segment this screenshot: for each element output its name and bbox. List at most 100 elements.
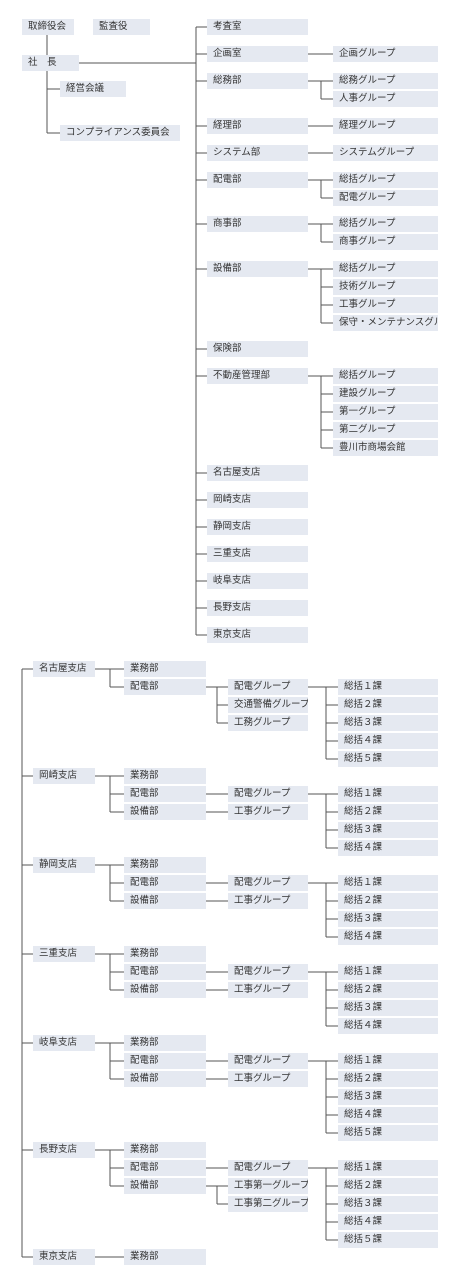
department-box: 企画室 [207, 46, 308, 62]
department-box: システム部 [207, 145, 308, 161]
department-box: 配電部 [207, 172, 308, 188]
branch-department-box: 業務部 [124, 1035, 206, 1051]
branch-department-box: 業務部 [124, 1249, 206, 1265]
section-box: 総括１課 [338, 964, 438, 980]
branch-group-box: 工事グループ [228, 982, 308, 998]
section-box: 総括４課 [338, 929, 438, 945]
section-box: 総括２課 [338, 982, 438, 998]
branch-department-box: 配電部 [124, 964, 206, 980]
branch-group-box: 配電グループ [228, 679, 308, 695]
group-box: 工事グループ [333, 297, 438, 313]
section-box: 総括４課 [338, 840, 438, 856]
section-box: 総括２課 [338, 1071, 438, 1087]
branch-department-box: 設備部 [124, 1071, 206, 1087]
section-box: 総括５課 [338, 1232, 438, 1248]
branch-group-box: 配電グループ [228, 786, 308, 802]
branch-department-box: 設備部 [124, 804, 206, 820]
section-box: 総括５課 [338, 751, 438, 767]
branch-department-box: 配電部 [124, 679, 206, 695]
department-box: 経理部 [207, 118, 308, 134]
branch-department-box: 配電部 [124, 1053, 206, 1069]
section-box: 総括２課 [338, 804, 438, 820]
section-box: 総括２課 [338, 893, 438, 909]
group-box: 総括グループ [333, 172, 438, 188]
department-box: 東京支店 [207, 627, 308, 643]
branch-department-box: 業務部 [124, 946, 206, 962]
branch-group-box: 工事グループ [228, 804, 308, 820]
department-box: 岐阜支店 [207, 573, 308, 589]
section-box: 総括３課 [338, 1196, 438, 1212]
group-box: 建設グループ [333, 386, 438, 402]
branch-group-box: 工務グループ [228, 715, 308, 731]
branch-department-box: 設備部 [124, 1178, 206, 1194]
branch-group-box: 交通警備グループ [228, 697, 308, 713]
branch-group-box: 工事グループ [228, 1071, 308, 1087]
section-box: 総括１課 [338, 786, 438, 802]
group-box: 経理グループ [333, 118, 438, 134]
section-box: 総括２課 [338, 697, 438, 713]
section-box: 総括１課 [338, 679, 438, 695]
branch-box: 東京支店 [33, 1249, 95, 1265]
group-box: 企画グループ [333, 46, 438, 62]
branch-department-box: 業務部 [124, 768, 206, 784]
branch-box: 静岡支店 [33, 857, 95, 873]
department-box: 長野支店 [207, 600, 308, 616]
group-box: 技術グループ [333, 279, 438, 295]
section-box: 総括４課 [338, 1107, 438, 1123]
section-box: 総括５課 [338, 1125, 438, 1141]
branch-group-box: 工事グループ [228, 893, 308, 909]
branch-box: 長野支店 [33, 1142, 95, 1158]
management-council-box: 経営会議 [60, 81, 126, 97]
group-box: 総括グループ [333, 261, 438, 277]
branch-department-box: 業務部 [124, 857, 206, 873]
branch-department-box: 配電部 [124, 875, 206, 891]
group-box: 第一グループ [333, 404, 438, 420]
group-box: システムグループ [333, 145, 438, 161]
branch-group-box: 工事第二グループ [228, 1196, 308, 1212]
department-box: 考査室 [207, 19, 308, 35]
group-box: 総括グループ [333, 368, 438, 384]
group-box: 人事グループ [333, 91, 438, 107]
branch-group-box: 配電グループ [228, 1053, 308, 1069]
branch-box: 三重支店 [33, 946, 95, 962]
branch-group-box: 配電グループ [228, 1160, 308, 1176]
president-box: 社 長 [22, 55, 79, 71]
department-box: 岡崎支店 [207, 492, 308, 508]
branch-group-box: 配電グループ [228, 964, 308, 980]
section-box: 総括２課 [338, 1178, 438, 1194]
group-box: 第二グループ [333, 422, 438, 438]
branch-group-box: 配電グループ [228, 875, 308, 891]
section-box: 総括３課 [338, 911, 438, 927]
section-box: 総括４課 [338, 1214, 438, 1230]
department-box: 商事部 [207, 216, 308, 232]
section-box: 総括３課 [338, 1000, 438, 1016]
branch-department-box: 配電部 [124, 786, 206, 802]
department-box: 静岡支店 [207, 519, 308, 535]
section-box: 総括３課 [338, 1089, 438, 1105]
group-box: 配電グループ [333, 190, 438, 206]
board-box: 取締役会 [22, 19, 74, 35]
auditor-box: 監査役 [93, 19, 150, 35]
group-box: 総括グループ [333, 216, 438, 232]
department-box: 三重支店 [207, 546, 308, 562]
department-box: 総務部 [207, 73, 308, 89]
department-box: 保険部 [207, 341, 308, 357]
group-box: 商事グループ [333, 234, 438, 250]
branch-department-box: 設備部 [124, 893, 206, 909]
department-box: 不動産管理部 [207, 368, 308, 384]
department-box: 名古屋支店 [207, 465, 308, 481]
branch-box: 名古屋支店 [33, 661, 95, 677]
department-box: 設備部 [207, 261, 308, 277]
section-box: 総括１課 [338, 1053, 438, 1069]
compliance-committee-box: コンプライアンス委員会 [60, 125, 180, 141]
group-box: 保守・メンテナンスグループ [333, 315, 438, 331]
branch-box: 岐阜支店 [33, 1035, 95, 1051]
section-box: 総括３課 [338, 715, 438, 731]
section-box: 総括４課 [338, 1018, 438, 1034]
section-box: 総括４課 [338, 733, 438, 749]
branch-department-box: 業務部 [124, 661, 206, 677]
group-box: 総務グループ [333, 73, 438, 89]
section-box: 総括３課 [338, 822, 438, 838]
